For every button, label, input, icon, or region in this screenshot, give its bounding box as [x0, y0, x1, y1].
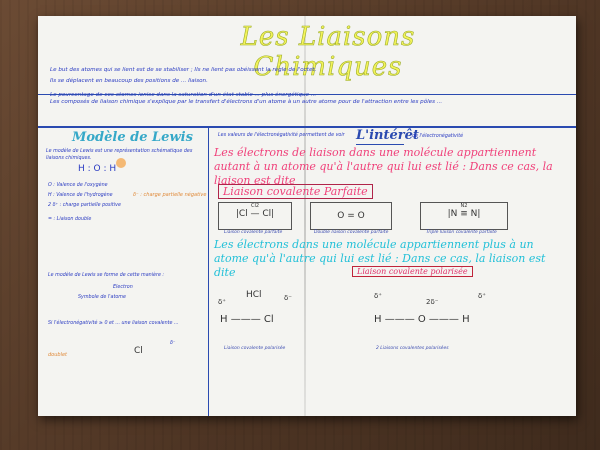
hcl-title: HCl [246, 290, 262, 300]
lewis-note: Le modèle de Lewis est une représentatio… [46, 149, 193, 161]
h2o-delta-right: δ⁺ [478, 292, 486, 300]
lewis-note-orange: doublet [48, 352, 68, 358]
cl2-formula: |Cl — Cl| [235, 209, 275, 219]
lewis-note: Electron [113, 285, 133, 290]
polarisee-explanation: Les électrons dans une molécule appartie… [214, 238, 546, 279]
lewis-note: 2 δ⁺ : charge partielle positive [48, 203, 121, 208]
divider-line [38, 94, 576, 95]
intro-text: Le but des atomes qui se lient est de se… [50, 66, 565, 102]
h2o-delta-left: δ⁺ [374, 292, 382, 300]
n2-label: Triple liaison covalente parfaite [426, 230, 497, 235]
parfaite-explanation: Les électrons de liaison dans une molécu… [214, 146, 553, 187]
intro-line: Le but des atomes qui se lient est de se… [50, 67, 317, 73]
o2-formula: O = O [337, 211, 365, 221]
intro-line: Les composés de liaison chimique s'expli… [50, 99, 443, 105]
lewis-note: = : Liaison double [48, 217, 92, 222]
cl2-label: Liaison covalente parfaite [224, 230, 283, 235]
right-subheading: Les valeurs de l'électronégativité perme… [218, 133, 345, 138]
hcl-delta-plus: δ⁺ [218, 298, 226, 306]
interet-heading: L'intérêt [356, 128, 419, 143]
lewis-note: H : Valence de l'hydrogène [48, 193, 113, 198]
poster-sheet: Les Liaisons Chimiques Le but des atomes… [38, 16, 576, 416]
cl2-top: Cl2 [250, 203, 260, 209]
lewis-atoms: H : O : H [78, 164, 117, 174]
h2o-formula: H ——— O ——— H [374, 314, 470, 325]
molecule-o2: O = O [310, 202, 392, 230]
poster-title: Les Liaisons Chimiques [240, 22, 416, 83]
hcl-formula: H ——— Cl [220, 314, 274, 325]
molecule-n2: N2 |N ≡ N| [420, 202, 508, 230]
h2o-label: 2 Liaisons covalentes polarisées [376, 346, 449, 351]
hcl-delta-minus: δ⁻ [284, 294, 292, 302]
h2o-delta-mid: 2δ⁻ [426, 298, 439, 306]
lewis-note: Si l'électronégativité ≥ 0 et ... une li… [48, 321, 179, 326]
molecule-cl2: Cl2 |Cl — Cl| [218, 202, 292, 230]
intro-line: Le pourcentage de ces atomes ionise dans… [50, 92, 317, 98]
column-divider [208, 128, 209, 416]
lone-pair-icon [116, 158, 126, 168]
polarisee-box: Liaison covalente polarisée [352, 266, 473, 277]
hcl-label: Liaison covalente polarisée [224, 346, 286, 351]
intro-text-2: Les composés de liaison chimique s'expli… [50, 98, 565, 109]
lewis-note: O : Valence de l'oxygène [48, 183, 108, 188]
lewis-note: Le modèle de Lewis se forme de cette man… [48, 273, 165, 278]
interet-subheading: de l'électronégativité [412, 134, 464, 139]
lewis-note: Symbole de l'atome [78, 295, 126, 300]
lewis-formula-charge: δ⁻ [170, 341, 176, 346]
divider-line [38, 126, 576, 128]
parfaite-box: Liaison covalente Parfaite [218, 184, 373, 199]
n2-top: N2 [460, 203, 468, 209]
lewis-note-orange: δ⁻ : charge partielle négative [133, 192, 207, 198]
o2-label: Double liaison covalente parfaite [314, 230, 389, 235]
intro-line: Ils se déplacent en beaucoup des positio… [50, 78, 208, 84]
n2-formula: |N ≡ N| [447, 209, 481, 219]
lewis-formula: Cl [134, 346, 143, 356]
heading-underline [356, 144, 404, 145]
paper-fold [304, 16, 306, 416]
lewis-heading: Modèle de Lewis [72, 130, 193, 145]
